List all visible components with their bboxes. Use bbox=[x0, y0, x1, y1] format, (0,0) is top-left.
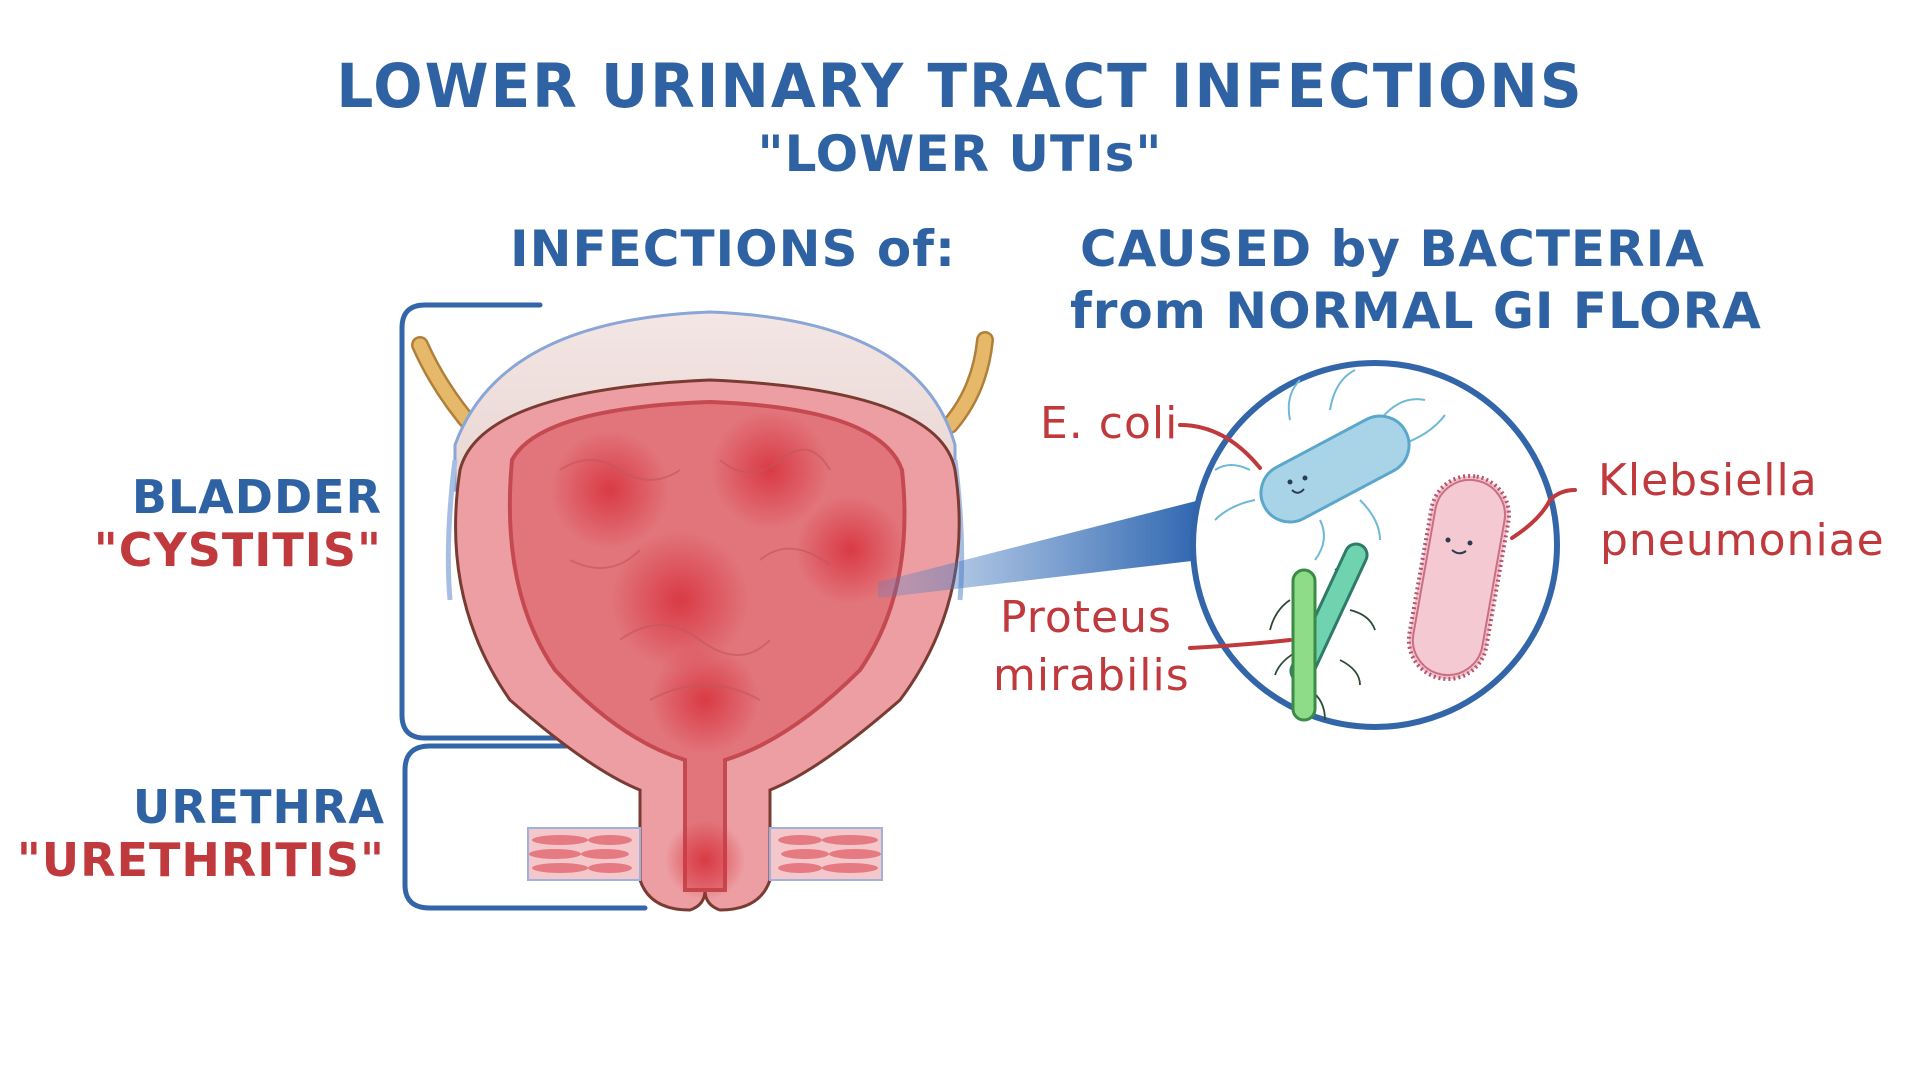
proteus-label: Proteus bbox=[1000, 592, 1172, 643]
urethritis-label: "URETHRITIS" bbox=[16, 833, 385, 887]
diagram-title: LOWER URINARY TRACT INFECTIONS bbox=[336, 50, 1584, 122]
klebsiella-pneumoniae-bacterium bbox=[1406, 473, 1511, 682]
urethral-sphincter bbox=[527, 827, 883, 881]
infections-of-heading: INFECTIONS of: bbox=[510, 220, 957, 278]
proteus-mirabilis-bacteria bbox=[1269, 542, 1376, 722]
pneumoniae-label: pneumoniae bbox=[1600, 515, 1885, 566]
urethra-label: URETHRA bbox=[132, 780, 385, 834]
normal-gi-flora-heading: from NORMAL GI FLORA bbox=[1070, 282, 1762, 340]
bacteria-leader-lines bbox=[1178, 423, 1577, 650]
diagram-subtitle: "LOWER UTIs" bbox=[757, 125, 1163, 183]
magnification-beam bbox=[878, 500, 1200, 598]
mirabilis-label: mirabilis bbox=[993, 650, 1190, 701]
cystitis-label: "CYSTITIS" bbox=[93, 523, 382, 577]
caused-by-bacteria-heading: CAUSED by BACTERIA bbox=[1080, 220, 1705, 278]
bladder-illustration bbox=[445, 310, 965, 912]
bladder-label: BLADDER bbox=[131, 470, 382, 524]
e-coli-label: E. coli bbox=[1040, 398, 1179, 449]
e-coli-bacterium bbox=[1214, 369, 1446, 561]
bladder-bracket bbox=[399, 302, 648, 911]
klebsiella-label: Klebsiella bbox=[1598, 455, 1818, 506]
